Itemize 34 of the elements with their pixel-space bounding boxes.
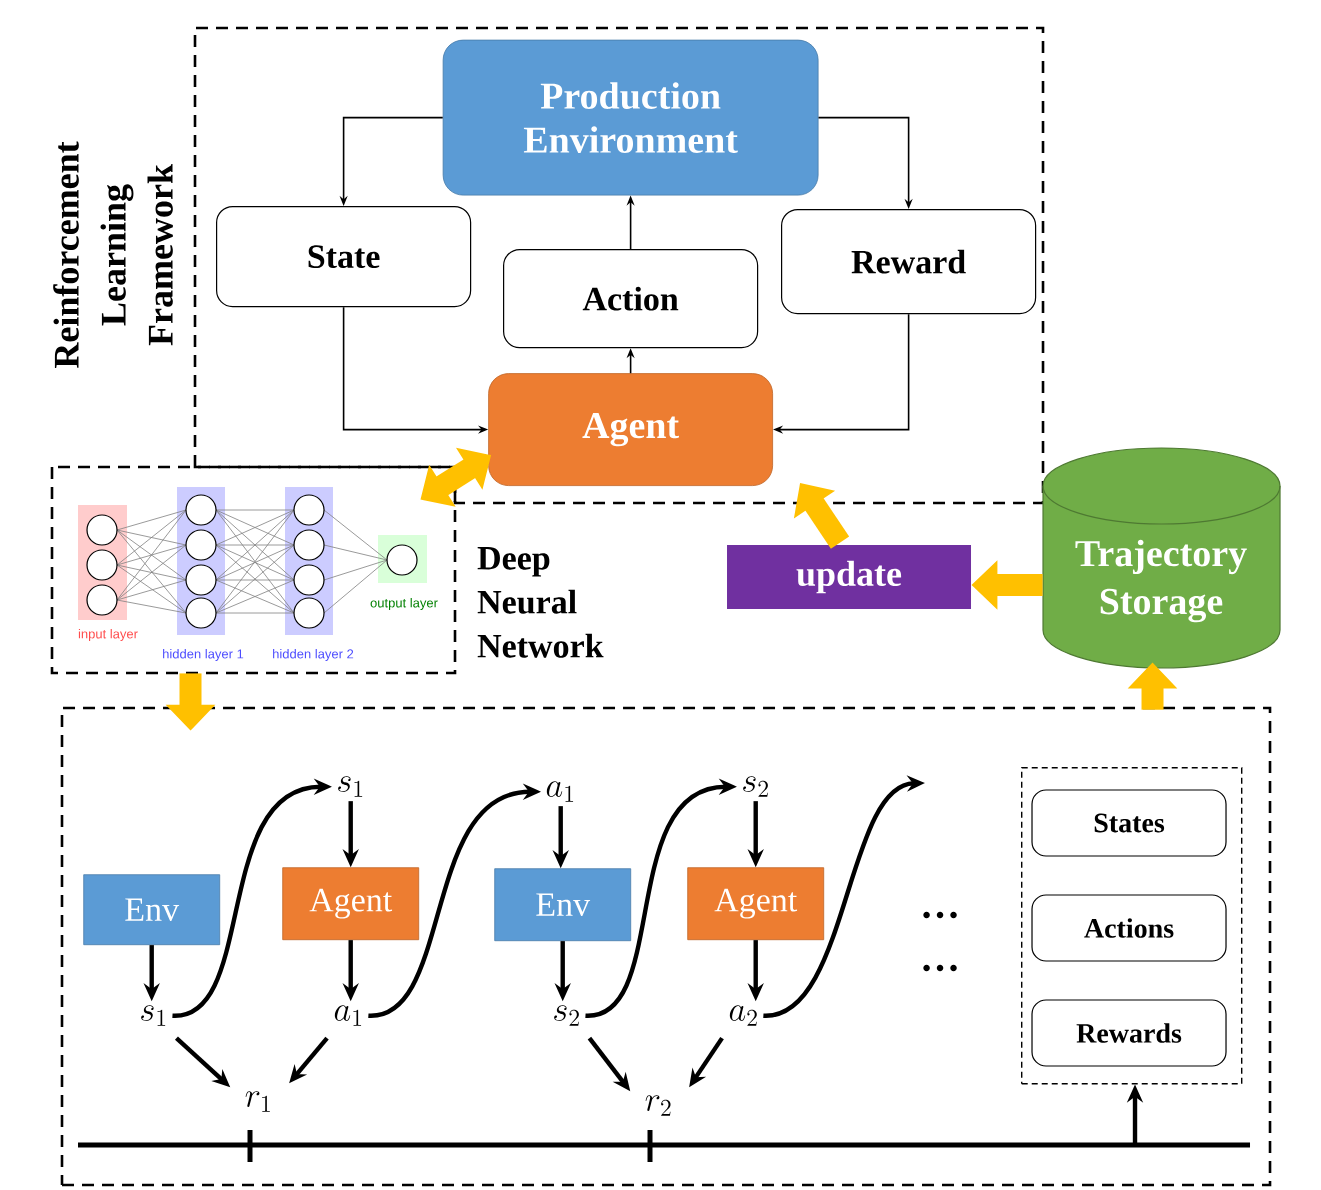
math-label: $a_1$	[334, 1005, 362, 1026]
layer-label: hidden layer 2	[273, 648, 354, 662]
agent-box: Agent	[488, 373, 773, 486]
ellipsis: …	[923, 911, 957, 919]
process-box: Reward	[781, 209, 1037, 315]
agent-box: Agent	[282, 867, 420, 941]
update-box: update	[727, 545, 971, 609]
process-box: Production Environment	[442, 39, 819, 196]
dashed-group	[1021, 767, 1243, 1085]
env-box: Env	[494, 868, 632, 942]
ellipsis: …	[923, 964, 957, 972]
data-box: Rewards	[1031, 999, 1227, 1067]
math-label: $a_1$	[546, 781, 574, 802]
block-arrow	[793, 483, 850, 549]
math-label: $s_1$	[141, 1005, 166, 1026]
layer-label: output layer	[370, 597, 438, 611]
math-label: $r_1$	[245, 1091, 270, 1112]
layer-label: input layer	[78, 628, 138, 642]
dashed-panel	[60, 706, 1272, 1187]
env-box: Env	[83, 874, 221, 946]
math-label: $s_1$	[338, 776, 363, 797]
agent-box: Agent	[687, 867, 825, 941]
process-box: Action	[503, 249, 759, 349]
math-label: $r_2$	[645, 1095, 671, 1116]
data-box: Actions	[1031, 894, 1227, 962]
node-label: Deep Neural Network	[477, 547, 604, 658]
process-box: State	[216, 206, 472, 308]
node-label: Reinforcement Learning Framework	[53, 141, 173, 369]
storage-cylinder: Trajectory Storage	[1042, 447, 1281, 669]
data-box: States	[1031, 789, 1227, 857]
math-label: $s_2$	[743, 776, 768, 797]
math-label: $a_2$	[729, 1005, 757, 1026]
layer-label: hidden layer 1	[163, 648, 244, 662]
math-label: $s_2$	[554, 1005, 579, 1026]
